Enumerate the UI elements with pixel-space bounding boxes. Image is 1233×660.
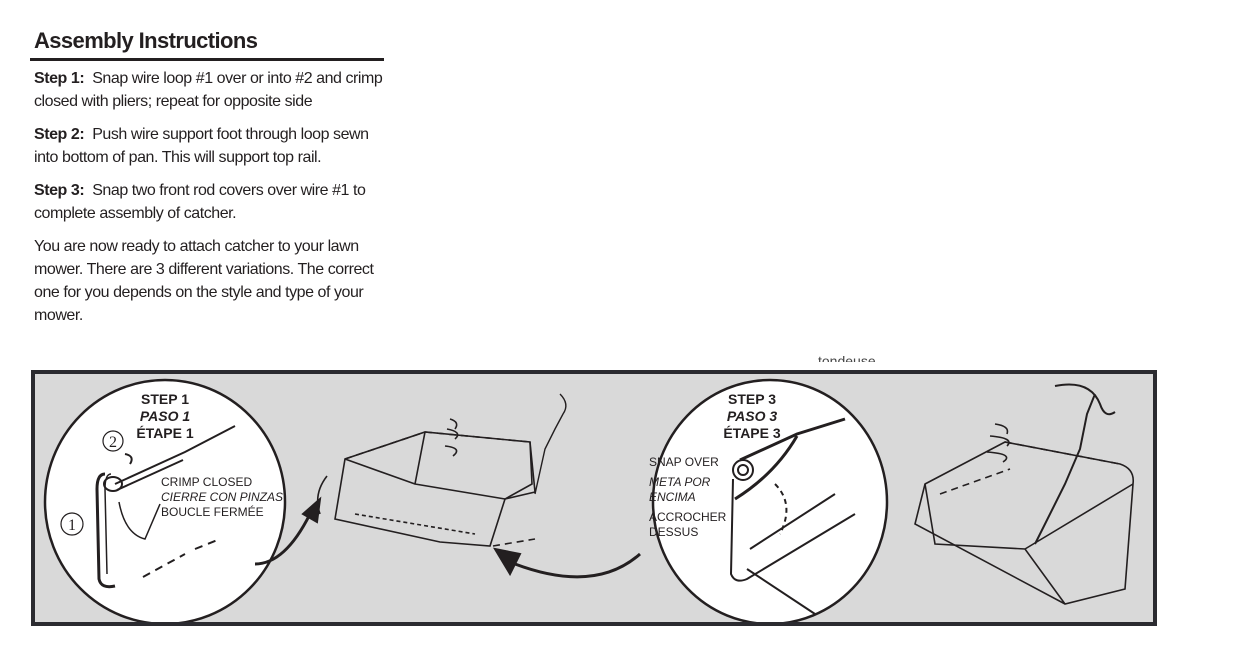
svg-text:STEP 3: STEP 3 (728, 391, 776, 407)
svg-text:1: 1 (68, 517, 76, 534)
svg-text:ACCROCHER: ACCROCHER (649, 510, 727, 524)
assembled-catcher-illustration (914, 383, 1135, 605)
svg-text:PASO 3: PASO 3 (727, 408, 778, 424)
step-3: Step 3:Snap two front rod covers over wi… (34, 182, 366, 222)
svg-text:CIERRE CON PINZAS: CIERRE CON PINZAS (161, 490, 283, 504)
svg-text:CRIMP CLOSED: CRIMP CLOSED (161, 475, 252, 489)
svg-text:STEP 1: STEP 1 (141, 391, 189, 407)
svg-text:DESSUS: DESSUS (649, 525, 698, 539)
title-rule (30, 58, 384, 61)
step-1: Step 1:Snap wire loop #1 over or into #2… (34, 70, 383, 110)
closing-paragraph: You are now ready to attach catcher to y… (34, 238, 374, 324)
svg-text:ENCIMA: ENCIMA (649, 490, 696, 504)
svg-text:SNAP OVER: SNAP OVER (649, 455, 719, 469)
catcher-illustration-partial (316, 393, 567, 547)
svg-text:BOUCLE FERMÉE: BOUCLE FERMÉE (161, 504, 264, 519)
svg-text:ÉTAPE 3: ÉTAPE 3 (723, 425, 781, 441)
svg-text:PASO 1: PASO 1 (140, 408, 191, 424)
svg-text:META POR: META POR (649, 475, 711, 489)
step1-detail: STEP 1 PASO 1 ÉTAPE 1 2 1 CRIMP CLOSED C… (43, 378, 287, 622)
step-2: Step 2:Push wire support foot through lo… (34, 126, 369, 166)
svg-text:ÉTAPE 1: ÉTAPE 1 (136, 425, 194, 441)
clipped-text: tondeuse. (818, 353, 880, 362)
svg-text:2: 2 (109, 434, 117, 451)
assembly-figure: STEP 1 PASO 1 ÉTAPE 1 2 1 CRIMP CLOSED C… (31, 370, 1157, 626)
arrow-icon (254, 513, 312, 566)
arrowhead-icon (492, 547, 522, 577)
arrow-icon (514, 552, 641, 579)
instructions: Step 1:Snap wire loop #1 over or into #2… (34, 67, 394, 337)
step3-detail: STEP 3 PASO 3 ÉTAPE 3 SNAP OVER META POR… (649, 378, 889, 622)
page-title: Assembly Instructions (34, 28, 258, 53)
